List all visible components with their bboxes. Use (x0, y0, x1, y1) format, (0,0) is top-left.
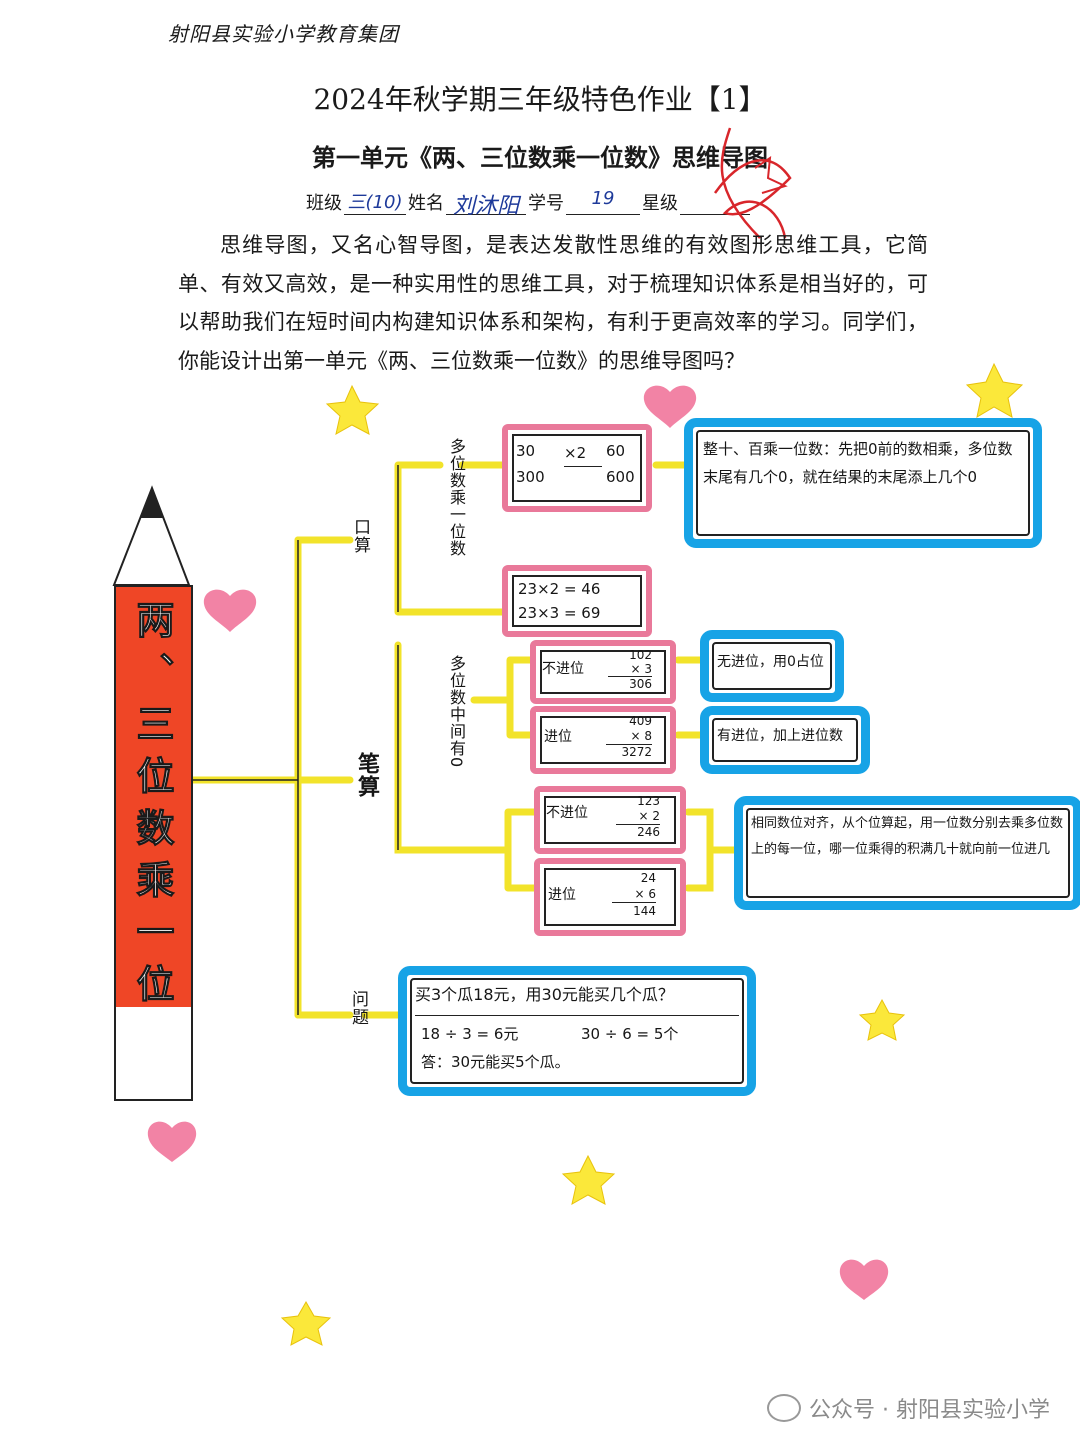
teacher-grade-mark (713, 127, 792, 239)
w4-label: 进位 (548, 887, 576, 903)
w3-r: 246 (637, 825, 660, 839)
central-topic-label: 两、三位数乘一位数 (130, 600, 175, 1069)
class-label: 班级 (306, 193, 342, 214)
intro-text: 思维导图，又名心智导图，是表达发散性思维的有效图形思维工具，它简单、有效又高效，… (178, 233, 928, 373)
school-name: 射阳县实验小学教育集团 (168, 22, 399, 46)
oral-example-box-1: 30 300 ×2 60 600 (502, 424, 652, 512)
problem-question: 买3个瓜18元，用30元能买几个瓜？ (415, 985, 674, 1004)
branch-problem-label: 问题 (348, 990, 368, 1026)
w1-b: × 3 (608, 662, 652, 677)
watermark-text: 公众号 · 射阳县实验小学 (809, 1398, 1050, 1423)
oral-l1: 30 (516, 442, 536, 460)
problem-step1: 18 ÷ 3 = 6元 (421, 1025, 519, 1043)
written-rule-note: 相同数位对齐，从个位算起，用一位数分别去乘多位数上的每一位，哪一位乘得的积满几十… (734, 796, 1080, 910)
page-subtitle: 第一单元《两、三位数乘一位数》思维导图 (312, 143, 768, 172)
oral-r2: 600 (606, 468, 635, 486)
star-label: 星级 (642, 193, 678, 214)
w1-r: 306 (629, 677, 652, 691)
written-carry-note: 有进位，加上进位数 (700, 706, 870, 774)
watermark: 公众号 · 射阳县实验小学 (767, 1392, 1050, 1424)
oral-example-box-2: 23×2 = 46 23×3 = 69 (502, 565, 652, 637)
oral2-l2: 23×3 = 69 (518, 604, 601, 622)
name-label: 姓名 (408, 193, 444, 214)
pencil-eraser-end (114, 1007, 193, 1101)
student-info-line: 班级 三(10) 姓名 刘沐阳 学号 19 星级 (306, 188, 750, 219)
name-value: 刘沐阳 (446, 188, 526, 219)
w2-r: 3272 (621, 745, 652, 759)
w2-label: 进位 (544, 729, 572, 745)
oral2-l1: 23×2 = 46 (518, 580, 601, 598)
w4-r: 144 (633, 904, 656, 918)
oral-op: ×2 (564, 444, 587, 462)
sub-written-label: 多位数中间有0 (447, 655, 466, 769)
id-label: 学号 (528, 193, 564, 214)
branch-oral-label: 口算 (350, 518, 370, 554)
branch-written-label: 笔算 (354, 752, 379, 798)
w3-a: 123 (637, 794, 660, 808)
oral-l2: 300 (516, 468, 545, 486)
id-value: 19 (566, 188, 640, 215)
written-no-carry-box-1: 不进位 102 × 3 306 (530, 640, 676, 704)
oral-note-text: 整十、百乘一位数：先把0前的数相乘，多位数末尾有几个0，就在结果的末尾添上几个0 (703, 440, 1013, 486)
problem-step2: 30 ÷ 6 = 5个 (581, 1025, 679, 1043)
w4-b: × 6 (612, 886, 656, 903)
oral-rule-note: 整十、百乘一位数：先把0前的数相乘，多位数末尾有几个0，就在结果的末尾添上几个0 (684, 418, 1042, 548)
problem-answer: 答：30元能买5个瓜。 (421, 1053, 570, 1071)
w3-b: × 2 (616, 809, 660, 825)
w1-note-text: 无进位，用0占位 (717, 654, 824, 670)
class-value: 三(10) (344, 188, 406, 215)
w2-b: × 8 (606, 729, 652, 745)
oral-r1: 60 (606, 442, 626, 460)
heart-icon (147, 385, 889, 1300)
written-no-carry-note: 无进位，用0占位 (700, 630, 844, 702)
wechat-icon (767, 1394, 802, 1422)
w3-label: 不进位 (546, 805, 588, 821)
w2-note-text: 有进位，加上进位数 (717, 728, 843, 744)
central-topic-pencil (114, 585, 193, 1011)
w2-a: 409 (629, 714, 652, 728)
written-carry-box-4: 进位 24 × 6 144 (534, 858, 686, 936)
sub-oral-label: 多位数乘一位数 (447, 438, 466, 557)
written-no-carry-box-3: 不进位 123 × 2 246 (534, 786, 686, 854)
intro-paragraph: 思维导图，又名心智导图，是表达发散性思维的有效图形思维工具，它简单、有效又高效，… (178, 226, 928, 380)
page-title: 2024年秋学期三年级特色作业【1】 (313, 83, 767, 116)
w4-a: 24 (640, 871, 656, 885)
w1-a: 102 (629, 648, 652, 662)
written-carry-box-2: 进位 409 × 8 3272 (530, 706, 676, 774)
star-value (680, 188, 750, 215)
star-icon (280, 362, 1024, 1346)
word-problem-box: 买3个瓜18元，用30元能买几个瓜？ 18 ÷ 3 = 6元 30 ÷ 6 = … (398, 966, 756, 1096)
w1-label: 不进位 (542, 661, 584, 677)
w34-note-text: 相同数位对齐，从个位算起，用一位数分别去乘多位数上的每一位，哪一位乘得的积满几十… (751, 816, 1064, 857)
